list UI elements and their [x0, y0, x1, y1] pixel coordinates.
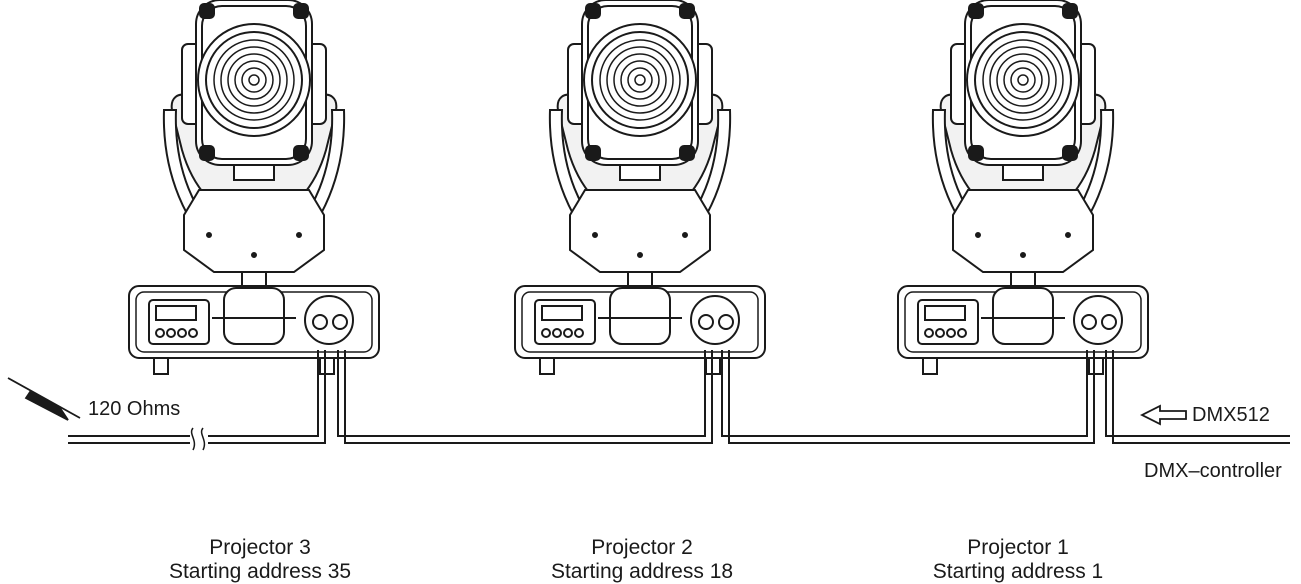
- projector-2-caption: Projector 2 Starting address 18: [512, 536, 772, 584]
- projector-1-address: Starting address 1: [932, 560, 1104, 583]
- projector-2-fixture: [514, 0, 766, 375]
- terminator-plug-icon: [7, 377, 81, 421]
- terminator-label: 120 Ohms: [88, 398, 181, 420]
- projector-1-name: Projector 1: [967, 536, 1069, 559]
- projector-3-fixture: [128, 0, 380, 375]
- dmx-input-arrow-icon: [1139, 404, 1187, 426]
- projector-1-fixture: [897, 0, 1149, 375]
- dmx512-label: DMX512: [1192, 404, 1270, 426]
- projector-1-caption: Projector 1 Starting address 1: [888, 536, 1148, 584]
- cable-break-mark: [190, 427, 206, 451]
- dmx-cables: [68, 350, 1290, 444]
- projector-2-name: Projector 2: [591, 536, 693, 559]
- projector-3-caption: Projector 3 Starting address 35: [130, 536, 390, 584]
- projector-3-name: Projector 3: [209, 536, 311, 559]
- projector-3-address: Starting address 35: [168, 560, 352, 583]
- projector-2-address: Starting address 18: [550, 560, 734, 583]
- dmx-controller-label: DMX–controller: [1144, 460, 1282, 482]
